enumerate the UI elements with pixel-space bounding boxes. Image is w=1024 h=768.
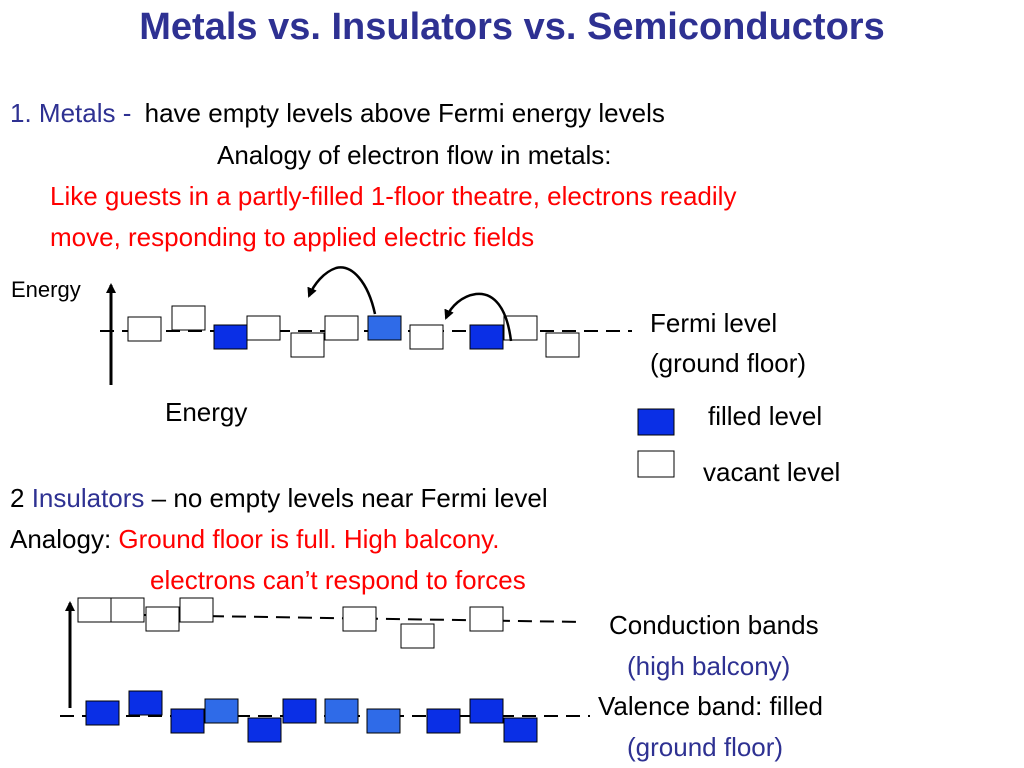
insulators-analogy: Analogy: Ground floor is full. High balc… <box>10 524 499 554</box>
metal-vacant-level <box>545 332 580 358</box>
fermi-level-sub-label: (ground floor) <box>650 348 807 378</box>
insulators-analogy-line-1: Ground floor is full. High balcony. <box>118 524 500 554</box>
electron-hop-arrow <box>444 292 513 342</box>
valence-filled-level <box>469 698 504 724</box>
metals-heading: 1. Metals - have empty levels above Ferm… <box>10 98 665 128</box>
legend-vacant-swatch <box>637 450 675 478</box>
metal-energy-caption: Energy <box>165 397 248 427</box>
valence-filled-level <box>503 717 538 743</box>
insulators-analogy-label: Analogy: <box>10 524 112 554</box>
conduction-vacant-level <box>342 606 377 632</box>
valence-filled-level <box>282 698 317 724</box>
legend-vacant-label: vacant level <box>703 457 841 487</box>
metal-vacant-level <box>246 315 281 341</box>
insulators-analogy-line-2: electrons can’t respond to forces <box>150 565 526 595</box>
metals-description: have empty levels above Fermi energy lev… <box>144 98 665 128</box>
conduction-levels <box>77 597 504 649</box>
metal-filled-level <box>213 324 248 350</box>
metals-separator: - <box>122 98 132 128</box>
conduction-vacant-level <box>469 606 504 632</box>
valence-band-sub-label: (ground floor) <box>627 732 784 762</box>
valence-filled-level <box>247 717 282 743</box>
fermi-level-label: Fermi level <box>650 308 778 338</box>
electron-hop-arrow <box>307 266 377 315</box>
insulators-heading: 2 Insulators – no empty levels near Ferm… <box>10 483 548 513</box>
valence-band-label: Valence band: filled <box>598 691 824 721</box>
conduction-band-label: Conduction bands <box>609 610 819 640</box>
conduction-vacant-level <box>179 597 214 623</box>
conduction-vacant-level <box>145 606 180 632</box>
valence-filled-level <box>170 708 205 734</box>
insulators-number: 2 <box>10 483 25 513</box>
legend-filled-label: filled level <box>708 401 823 431</box>
metals-analogy-heading: Analogy of electron flow in metals: <box>217 140 612 170</box>
metal-vacant-level <box>290 332 325 358</box>
valence-filled-level <box>324 698 359 724</box>
valence-levels <box>85 690 538 743</box>
conduction-vacant-level <box>400 623 435 649</box>
valence-filled-level <box>366 708 401 734</box>
metal-filled-level <box>367 315 402 341</box>
valence-filled-level <box>426 708 461 734</box>
metal-vacant-level <box>127 316 162 342</box>
metal-vacant-level <box>171 305 206 331</box>
metal-levels <box>127 305 580 358</box>
metal-energy-axis-label: Energy <box>11 277 81 302</box>
insulators-description: – no empty levels near Fermi level <box>151 483 548 513</box>
metal-filled-level <box>469 324 504 350</box>
valence-filled-level <box>85 700 120 726</box>
insulators-name: Insulators <box>31 483 145 513</box>
conduction-vacant-level <box>77 597 112 623</box>
metal-vacant-level <box>324 315 359 341</box>
legend-filled-swatch <box>637 408 675 436</box>
metal-vacant-level <box>409 324 444 350</box>
metals-name: Metals <box>38 98 116 128</box>
conduction-band-sub-label: (high balcony) <box>627 651 791 681</box>
valence-filled-level <box>204 698 239 724</box>
valence-filled-level <box>128 690 163 716</box>
conduction-vacant-level <box>110 597 145 623</box>
metals-number: 1. <box>10 98 32 128</box>
metals-analogy-line-1: Like guests in a partly-filled 1-floor t… <box>50 181 737 211</box>
slide-title: Metals vs. Insulators vs. Semiconductors <box>139 6 885 48</box>
metals-analogy-line-2: move, responding to applied electric fie… <box>50 222 535 252</box>
